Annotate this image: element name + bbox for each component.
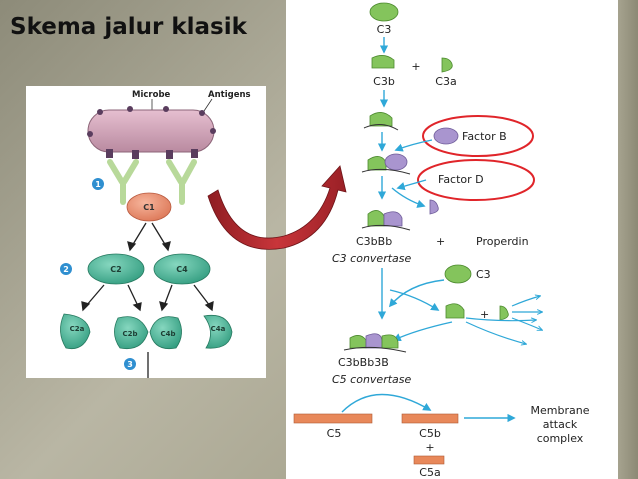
- c4-label: C4: [176, 265, 188, 274]
- antigen-dot: [199, 110, 205, 116]
- c5-label: C5: [327, 427, 342, 440]
- properdin-label: Properdin: [476, 235, 529, 248]
- c3b-product: [445, 303, 465, 319]
- c3a-molecule: [441, 57, 453, 73]
- c3bbb-label: C3bBb: [356, 235, 392, 248]
- c5-convertase-label: C5 convertase: [332, 373, 412, 386]
- step-1-label: 1: [95, 180, 101, 189]
- mac-label-line-2: attack: [543, 418, 578, 431]
- slide-title: Skema jalur klasik: [10, 14, 247, 40]
- c3a-product: [499, 305, 509, 321]
- c1-arrows: [127, 222, 171, 252]
- plus-sign-2: +: [436, 235, 445, 248]
- microbe-label: Microbe: [132, 90, 171, 100]
- factor-d-label: Factor D: [438, 173, 484, 186]
- arrow-c5-cleave: [341, 393, 432, 413]
- antigen-dot: [87, 131, 93, 137]
- c2a-label: C2a: [70, 325, 85, 333]
- c3b-label: C3b: [373, 75, 395, 88]
- surface-line: [361, 168, 411, 175]
- plus-sign-1: +: [411, 60, 420, 73]
- c4a-label: C4a: [211, 325, 226, 333]
- c5a-label: C5a: [419, 466, 440, 479]
- c3-top-label: C3: [377, 23, 392, 36]
- factor-d-highlight-circle: [417, 159, 535, 201]
- antigen-block: [191, 149, 198, 158]
- mac-label-line-3: complex: [537, 432, 584, 445]
- plus-sign-4: +: [425, 441, 434, 454]
- c3b-bound: [369, 112, 393, 127]
- slide-edge-shadow: [618, 0, 638, 479]
- c4a-fragment: [203, 314, 233, 349]
- step-3-badge: [124, 358, 136, 370]
- surface-line: [361, 224, 411, 231]
- arrow-ba-release: [391, 187, 426, 208]
- c3b-molecule: [371, 55, 395, 69]
- c3bbb-purple: [383, 211, 403, 227]
- surface-line: [363, 124, 399, 131]
- arrow-c3b-join: [392, 321, 453, 342]
- mac-label-line-1: Membrane: [531, 404, 590, 417]
- microbe-shape: [87, 109, 215, 153]
- c3bbb3b-green-2: [381, 334, 399, 349]
- factor-b-label: Factor B: [462, 130, 507, 143]
- c3-molecule-top: [369, 2, 399, 22]
- antigen-dot: [97, 109, 103, 115]
- step-2-badge: [60, 263, 72, 275]
- factor-b-highlight-circle: [422, 115, 534, 157]
- c3a-label: C3a: [435, 75, 456, 88]
- c3bb-purple: [384, 153, 408, 171]
- classical-pathway-diagram: Microbe Antigens 1: [60, 90, 251, 378]
- cleavage-arrows: [81, 284, 214, 312]
- arrow-factor-b: [394, 139, 433, 152]
- c4-molecule: [153, 253, 211, 285]
- c1-label: C1: [143, 203, 155, 212]
- c3-convertase-label: C3 convertase: [332, 252, 412, 265]
- c5a-bar: [413, 455, 445, 465]
- c3bbb3b-label: C3bBb3B: [338, 356, 389, 369]
- c5b-label: C5b: [419, 427, 441, 440]
- alternative-pathway-panel: C3 C3b + C3a Factor B Factor D C3bB: [286, 0, 618, 479]
- arrow-c3-cleave: [389, 289, 440, 311]
- c3bbb3b-purple: [365, 333, 383, 349]
- c5b-bar: [401, 413, 459, 424]
- arrow-c3-in: [388, 279, 445, 308]
- c2b-fragment: [114, 316, 149, 350]
- c2a-fragment: [60, 313, 91, 350]
- antigen-block: [132, 150, 139, 159]
- antibody-left: [107, 159, 139, 205]
- c4b-label: C4b: [160, 330, 175, 338]
- c3a-release-arrows: [465, 296, 542, 344]
- classical-pathway-panel: Microbe Antigens 1: [26, 86, 266, 378]
- step-1-badge: [92, 178, 104, 190]
- c4b-fragment: [149, 316, 182, 350]
- antigen-dot: [210, 128, 216, 134]
- c3-mid-label: C3: [476, 268, 491, 281]
- step-2-label: 2: [63, 265, 69, 274]
- c3bb-green: [367, 156, 387, 171]
- factor-b-molecule: [433, 127, 459, 145]
- ba-fragment: [429, 199, 439, 215]
- alternative-pathway-diagram: C3 C3b + C3a Factor B Factor D C3bB: [293, 2, 590, 479]
- antibody-right: [166, 159, 197, 205]
- antigen-dot: [163, 106, 169, 112]
- c2-molecule: [87, 253, 145, 285]
- antigen-block: [166, 150, 173, 159]
- arrow-factor-d: [396, 179, 427, 191]
- plus-sign-3: +: [480, 308, 489, 321]
- c2b-label: C2b: [122, 330, 137, 338]
- c5-bar: [293, 413, 373, 424]
- antigen-dot: [127, 106, 133, 112]
- c1-molecule: [126, 192, 172, 222]
- antigens-label: Antigens: [208, 90, 251, 100]
- c3bbb3b-green-1: [349, 335, 367, 349]
- antigen-block: [106, 149, 113, 158]
- surface-line: [343, 346, 407, 353]
- c3-molecule-mid: [444, 264, 472, 284]
- step-3-label: 3: [127, 360, 133, 369]
- c3bbb-green: [367, 210, 385, 227]
- c2-label: C2: [110, 265, 121, 274]
